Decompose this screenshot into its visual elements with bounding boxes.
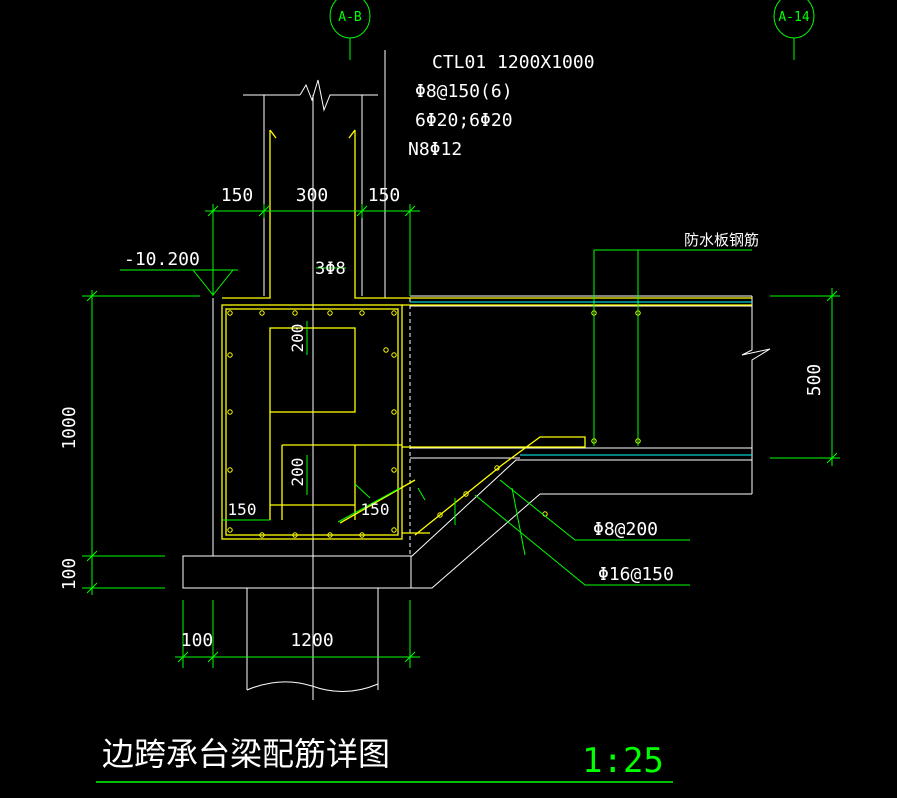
dim-slab: 500 <box>804 364 825 397</box>
base-outline <box>182 298 752 693</box>
rebar-label-1: Φ8@200 <box>593 519 658 540</box>
dim-base-left: 100 <box>181 630 214 651</box>
axis-label-left: A-B <box>338 10 362 25</box>
slab-lines <box>410 295 771 495</box>
axis-marker-left: A-B <box>329 0 371 60</box>
dimension-texts: 150 300 150 1000 100 100 1200 500 200 20… <box>59 185 825 651</box>
dim-top-left: 150 <box>221 185 254 206</box>
stirrup-label: 3Φ8 <box>315 259 346 279</box>
beam-spec: CTL01 1200X1000 Φ8@150(6) 6Φ20;6Φ20 N8Φ1… <box>408 52 595 160</box>
dim-top-mid: 300 <box>296 185 329 206</box>
spec-line-4: N8Φ12 <box>408 139 462 160</box>
drawing-title: 边跨承台梁配筋详图 1:25 <box>96 735 673 783</box>
axis-marker-right: A-14 <box>773 0 815 60</box>
title-text: 边跨承台梁配筋详图 <box>102 735 390 773</box>
dim-inner-right: 150 <box>361 500 390 519</box>
column-outline <box>243 50 386 700</box>
dim-inner-lower: 200 <box>288 458 307 487</box>
spec-line-1: CTL01 1200X1000 <box>432 52 595 73</box>
rebar-dots <box>227 310 641 538</box>
rebar-label-2: Φ16@150 <box>598 564 674 585</box>
dim-inner-upper: 200 <box>288 324 307 353</box>
dim-inner-left: 150 <box>228 500 257 519</box>
dim-base-width: 1200 <box>290 630 333 651</box>
labels: -10.200 3Φ8 防水板钢筋 Φ8@200 Φ16@150 <box>124 231 759 585</box>
dimension-lines <box>82 204 840 668</box>
spec-line-3: 6Φ20;6Φ20 <box>415 110 513 131</box>
waterproof-label: 防水板钢筋 <box>684 231 759 249</box>
title-scale: 1:25 <box>582 741 664 781</box>
dim-height: 1000 <box>59 406 80 449</box>
elevation-label: -10.200 <box>124 249 200 270</box>
dim-bottom-pad: 100 <box>59 558 80 591</box>
spec-line-2: Φ8@150(6) <box>415 81 513 102</box>
dim-top-right: 150 <box>368 185 401 206</box>
waterproof-layer <box>410 301 752 456</box>
axis-label-right: A-14 <box>778 10 809 25</box>
